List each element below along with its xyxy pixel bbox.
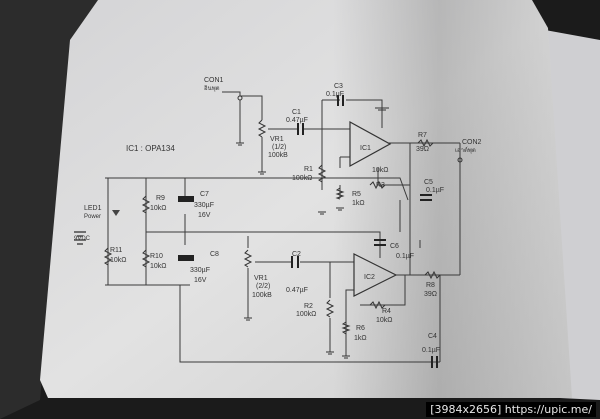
r5-value: 1kΩ: [352, 200, 365, 207]
c1-label: C1: [292, 109, 301, 116]
r11-label: R11: [110, 247, 122, 254]
c7-value: 330µF: [194, 202, 214, 209]
c3-label: C3: [334, 83, 343, 90]
r4-label: R4: [382, 308, 391, 315]
c4-value: 0.1µF: [422, 347, 440, 354]
c5-value: 0.1µF: [426, 187, 444, 194]
c8-voltage: 16V: [194, 277, 207, 284]
r7-value: 39Ω: [416, 146, 429, 153]
r3-label: R3: [376, 182, 385, 189]
con2-jack: [457, 157, 463, 163]
vr1a-label: VR1: [270, 136, 284, 143]
r10-label: R10: [150, 253, 163, 260]
c6-value: 0.1µF: [396, 253, 414, 260]
vdc-label: 9VDC: [74, 236, 91, 242]
r9-label: R9: [156, 195, 165, 202]
con1-sub: อินพุต: [204, 85, 220, 92]
capacitor-symbols: [291, 95, 438, 368]
c2-value: 0.47µF: [286, 287, 308, 294]
led-symbol: [112, 210, 120, 216]
page-shadow: [40, 0, 572, 398]
c1-value: 0.47µF: [286, 117, 308, 124]
r6-value: 1kΩ: [354, 335, 367, 342]
vr1b-sub: (2/2): [256, 283, 270, 290]
r4-value: 10kΩ: [376, 317, 393, 324]
r9-value: 10kΩ: [150, 205, 167, 212]
c8-value: 330µF: [190, 267, 210, 274]
ic-note: IC1 : OPA134: [126, 144, 175, 153]
con2-sub: เอาต์พุต: [455, 146, 476, 154]
ic2-opamp-symbol: [353, 253, 398, 297]
r7-label: R7: [418, 132, 427, 139]
r10-value: 10kΩ: [150, 263, 167, 270]
r2-label: R2: [304, 303, 313, 310]
r11-value: 10kΩ: [110, 257, 127, 264]
c7-body: [178, 196, 194, 202]
c4-label: C4: [428, 333, 437, 340]
vr1a-sub: (1/2): [272, 144, 286, 151]
r6-label: R6: [356, 325, 365, 332]
ground-symbols: [236, 107, 389, 359]
con1-jack: [237, 95, 243, 101]
c6-label: C6: [390, 243, 399, 250]
r2-value: 100kΩ: [296, 311, 316, 318]
battery-symbol: [74, 231, 86, 245]
led-label: LED1: [84, 205, 102, 212]
left-page: [0, 0, 100, 419]
watermark: [3984x2656] https://upic.me/: [426, 402, 596, 417]
r8-label: R8: [426, 282, 435, 289]
c7-voltage: 16V: [198, 212, 211, 219]
ic2-label: IC2: [364, 274, 375, 281]
r3-value: 10kΩ: [372, 167, 389, 174]
schematic-wires: [105, 91, 461, 363]
c8-label: C8: [210, 251, 219, 258]
r1-value: 100kΩ: [292, 175, 312, 182]
vr1a-value: 100kB: [268, 152, 288, 159]
r1-label: R1: [304, 166, 313, 173]
resistor-symbols: [103, 119, 441, 335]
ic1-label: IC1: [360, 145, 371, 152]
con1-label: CON1: [204, 77, 224, 84]
r5-label: R5: [352, 191, 361, 198]
r8-value: 39Ω: [424, 291, 437, 298]
ic1-opamp-symbol: [349, 120, 392, 168]
vr1b-value: 100kB: [252, 292, 272, 299]
led-sub: Power: [84, 214, 101, 220]
c8-body: [178, 255, 194, 261]
c5-label: C5: [424, 179, 433, 186]
c2-label: C2: [292, 251, 301, 258]
c3-value: 0.1µF: [326, 91, 344, 98]
c7-label: C7: [200, 191, 209, 198]
vr1b-label: VR1: [254, 275, 268, 282]
con2-label: CON2: [462, 139, 482, 146]
